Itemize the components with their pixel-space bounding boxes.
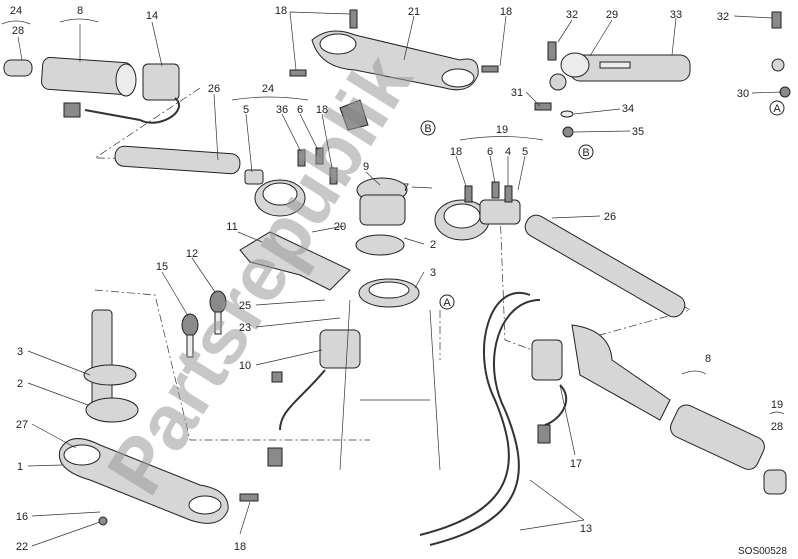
callout-9: 9	[363, 161, 369, 173]
frame-outline	[339, 299, 441, 471]
grip-8-right	[670, 404, 765, 470]
callout-2: 2	[430, 239, 436, 251]
top-yoke-21	[289, 9, 499, 131]
callout-5: 5	[243, 104, 249, 116]
ref-circle-b	[420, 120, 436, 136]
callout-11: 11	[226, 221, 237, 233]
bolts-left	[297, 147, 338, 185]
callout-15: 15	[156, 261, 168, 273]
callout-7: 7	[403, 182, 409, 194]
reference-code: SOS00528	[738, 546, 787, 557]
callout-2: 2	[17, 378, 23, 390]
callout-35: 35	[632, 126, 644, 138]
clamp-left	[244, 169, 306, 217]
bar-end-28-right	[763, 469, 787, 495]
callout-22: 22	[16, 541, 28, 553]
callout-24: 24	[10, 5, 22, 17]
ref-a: A	[773, 103, 781, 115]
steering-damper-33	[534, 11, 791, 138]
callout-18: 18	[234, 541, 246, 553]
callout-34: 34	[622, 103, 634, 115]
callout-19: 19	[771, 399, 783, 411]
callout-32: 32	[566, 9, 578, 21]
callout-33: 33	[670, 9, 682, 21]
callout-3: 3	[17, 346, 23, 358]
callout-4: 4	[505, 146, 511, 158]
callout-17: 17	[570, 458, 582, 470]
bracket-11	[239, 231, 351, 291]
callout-1: 1	[17, 461, 23, 473]
callout-8: 8	[705, 353, 711, 365]
throttle-tube	[571, 324, 671, 421]
callout-13: 13	[580, 523, 592, 535]
callout-24: 24	[262, 83, 274, 95]
leader-lines	[1, 11, 785, 547]
callout-20: 20	[334, 221, 346, 233]
bar-end-weight-28	[3, 59, 33, 77]
watermark: Partsrepublik	[90, 39, 429, 509]
ignition-cap-9	[355, 177, 408, 256]
callout-8: 8	[77, 5, 83, 17]
callout-30: 30	[737, 88, 749, 100]
callout-19: 19	[496, 124, 508, 136]
handlebar-right	[524, 214, 686, 318]
ref-b: B	[424, 123, 431, 135]
steering-stem-2	[83, 309, 139, 423]
callout-29: 29	[606, 9, 618, 21]
callout-18: 18	[316, 104, 328, 116]
callout-12: 12	[186, 248, 198, 260]
callout-18: 18	[500, 6, 512, 18]
callout-18: 18	[450, 146, 462, 158]
callout-32: 32	[717, 11, 729, 23]
clamp-right	[434, 181, 521, 241]
switch-14-left	[63, 63, 180, 124]
callout-labels: 24 28 8 14 26 24 5 36 6 18 18 21 18 32 2…	[10, 5, 787, 557]
callout-28: 28	[771, 421, 783, 433]
ref-circle-a	[439, 294, 455, 310]
callout-23: 23	[239, 322, 251, 334]
callout-25: 25	[239, 300, 251, 312]
callout-27: 27	[16, 419, 28, 431]
handlebar-left	[114, 145, 241, 175]
switch-17-right	[531, 339, 568, 444]
callout-14: 14	[146, 10, 158, 22]
grip-8-left	[41, 56, 137, 97]
callout-28: 28	[12, 25, 24, 37]
bottom-yoke-1	[58, 438, 259, 526]
ref-a: A	[443, 297, 451, 309]
callout-21: 21	[408, 6, 420, 18]
bearing-3	[358, 278, 420, 308]
callout-6: 6	[487, 146, 493, 158]
callout-6: 6	[297, 104, 303, 116]
callout-16: 16	[16, 511, 28, 523]
ref-b: B	[582, 147, 589, 159]
callout-18: 18	[275, 5, 287, 17]
throttle-cables-13	[419, 292, 541, 546]
keys-12-15	[181, 290, 227, 358]
callout-26: 26	[604, 211, 616, 223]
callout-5: 5	[522, 146, 528, 158]
callout-26: 26	[208, 83, 220, 95]
callout-3: 3	[430, 267, 436, 279]
ref-circle-a	[769, 100, 785, 116]
callout-36: 36	[276, 104, 288, 116]
callout-10: 10	[239, 360, 251, 372]
callout-31: 31	[511, 87, 523, 99]
ref-circle-b	[578, 144, 594, 160]
lock-10	[267, 329, 361, 467]
